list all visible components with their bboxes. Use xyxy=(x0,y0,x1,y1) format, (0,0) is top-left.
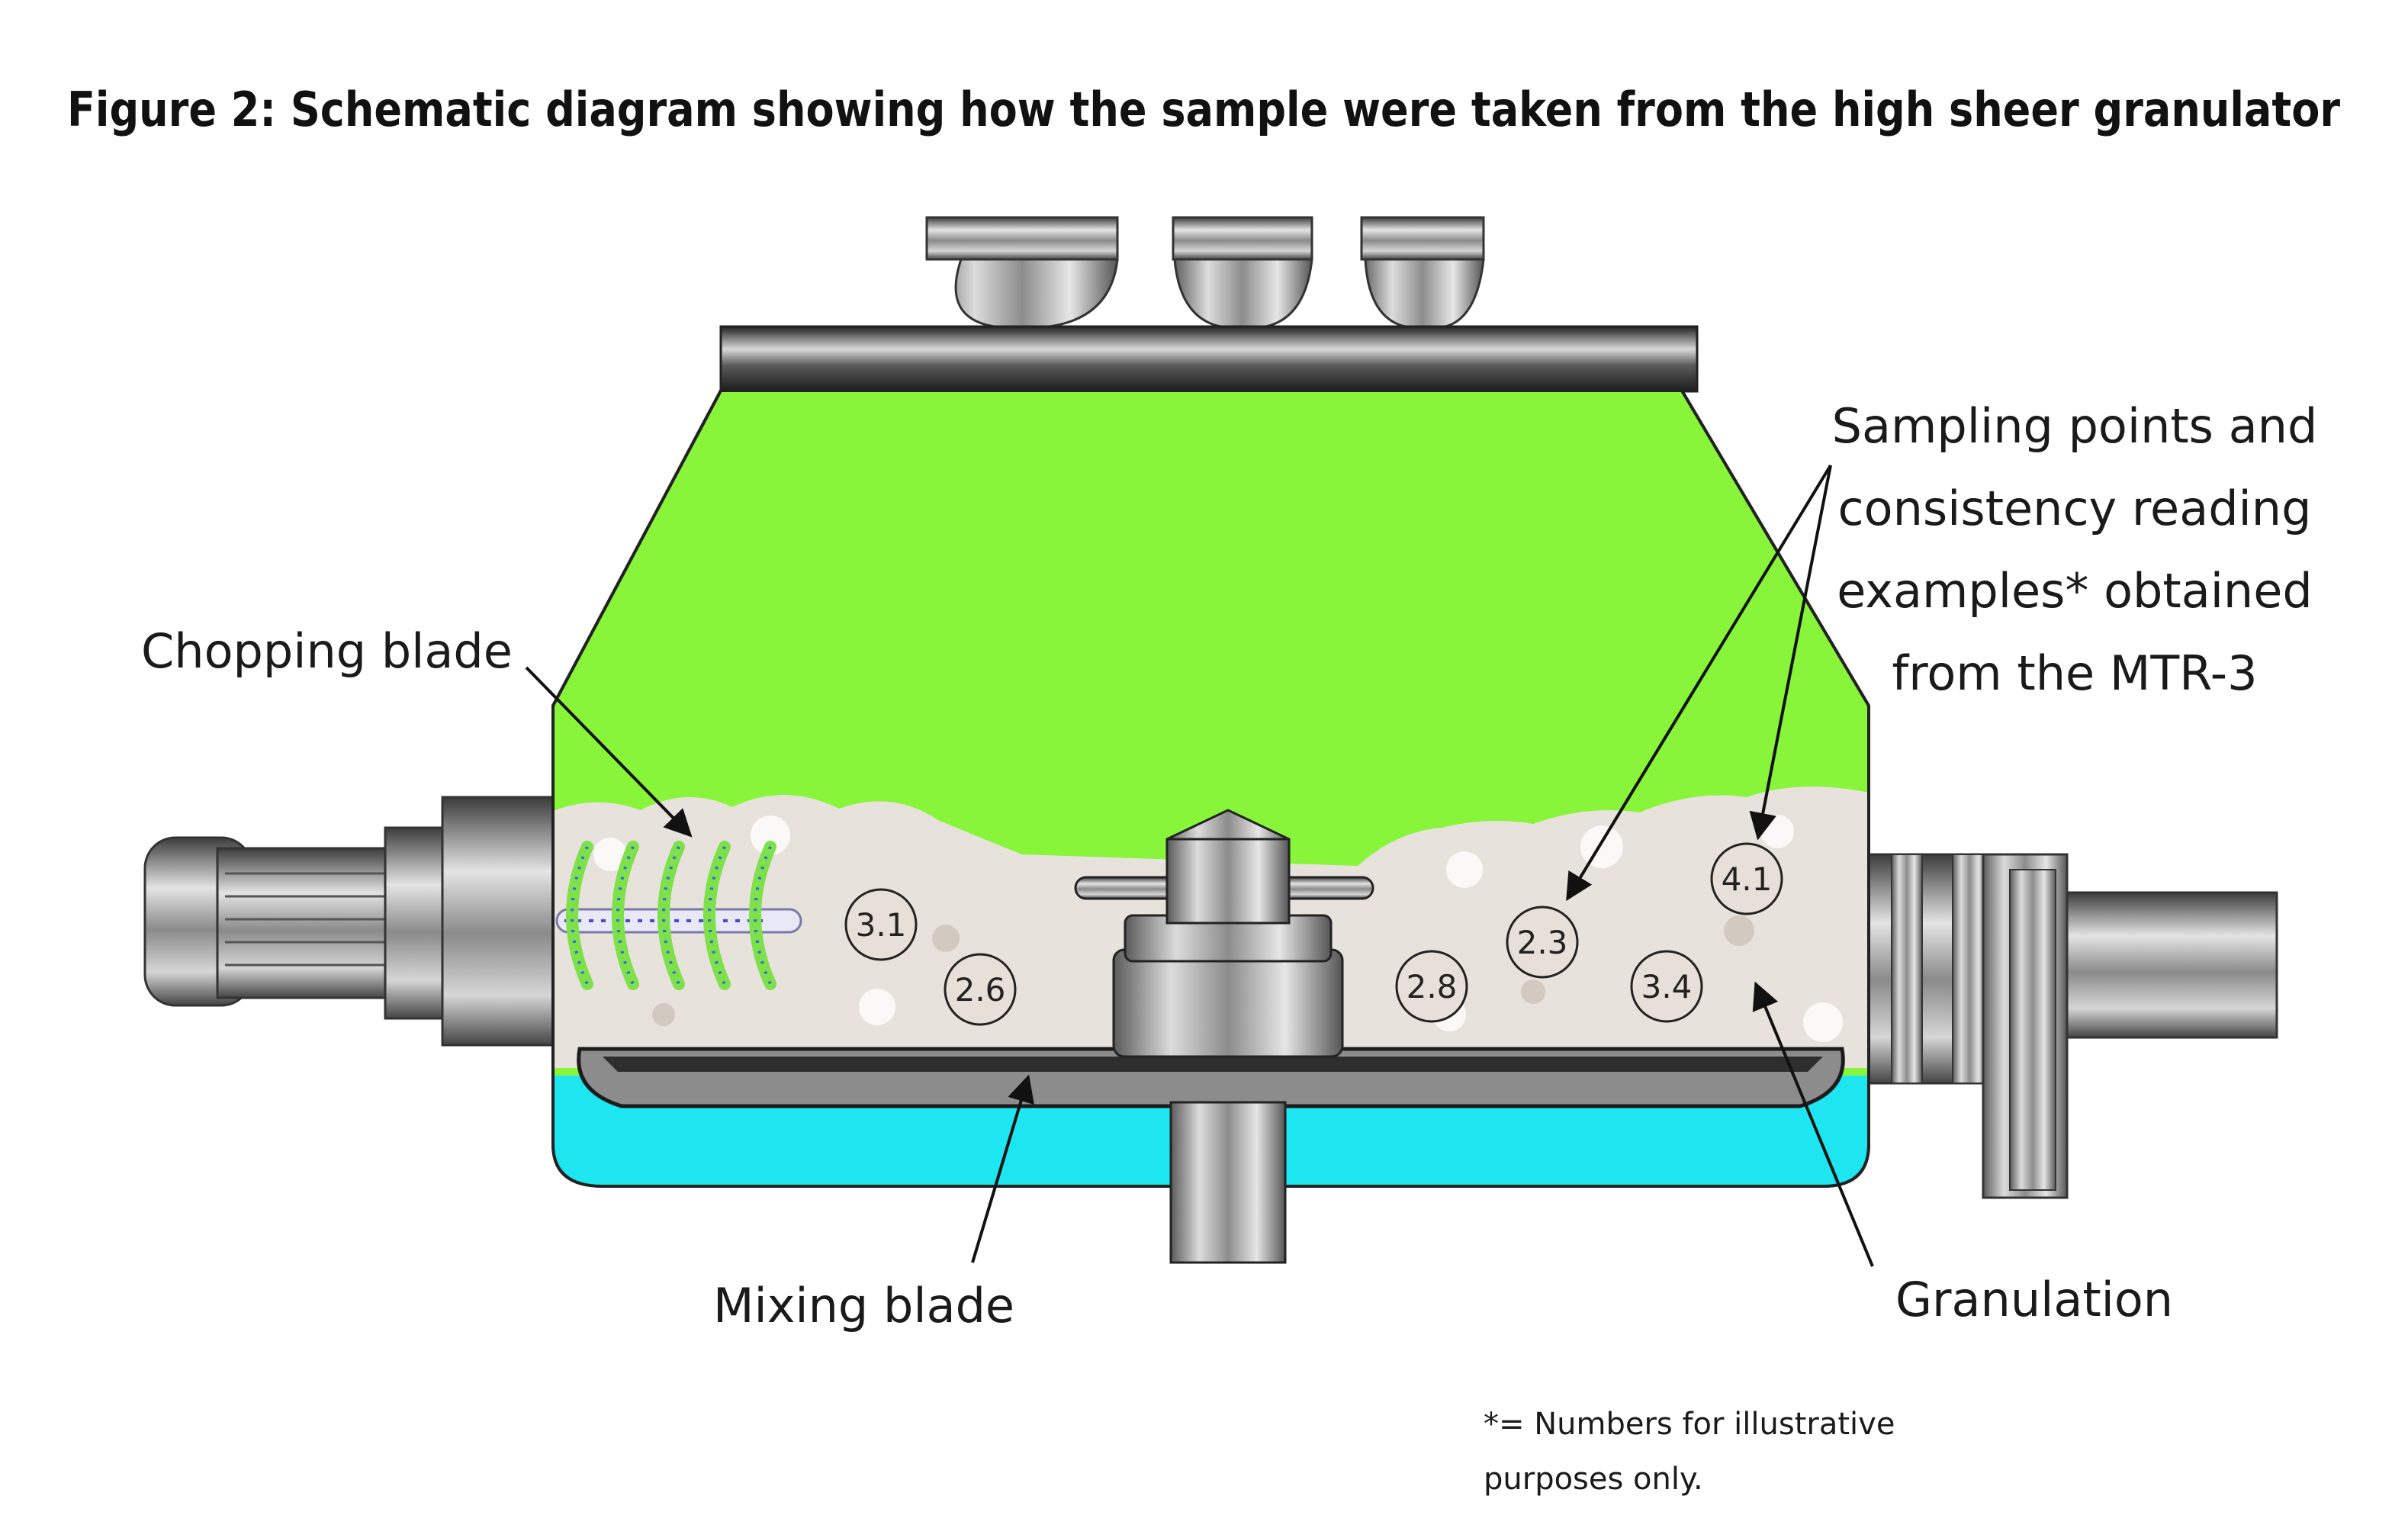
label-sampling-points: Sampling points and consistency reading … xyxy=(1832,398,2318,701)
mixing-blade-assembly xyxy=(577,809,1845,1264)
right-motor xyxy=(1860,853,2278,1199)
svg-text:2.6: 2.6 xyxy=(955,971,1006,1008)
sampling-point: 2.8 xyxy=(1395,950,1468,1023)
footnote-line: *= Numbers for illustrative xyxy=(1484,1407,1895,1442)
sampling-point: 2.3 xyxy=(1506,906,1579,979)
figure-title: Figure 2: Schematic diagram showing how … xyxy=(67,82,2340,137)
sampling-arrow-left xyxy=(1566,464,1832,902)
footnote-line: purposes only. xyxy=(1484,1462,1703,1497)
label-line: consistency reading xyxy=(1838,481,2312,536)
sampling-points: 3.1 2.6 2.8 2.3 3.4 4.1 xyxy=(844,842,1783,1026)
svg-text:3.4: 3.4 xyxy=(1641,968,1693,1005)
sampling-point: 3.1 xyxy=(844,888,918,961)
chopping-blade-assembly xyxy=(555,841,802,990)
chopping-blade-arrow xyxy=(525,666,693,838)
sampling-arrow-right xyxy=(1749,465,1832,841)
svg-text:2.8: 2.8 xyxy=(1407,968,1458,1005)
label-mixing-blade: Mixing blade xyxy=(713,1278,1014,1333)
svg-text:2.3: 2.3 xyxy=(1517,924,1568,961)
sampling-point: 4.1 xyxy=(1710,842,1783,915)
lid-knobs xyxy=(925,216,1485,330)
label-line: from the MTR-3 xyxy=(1892,645,2257,701)
label-granulation: Granulation xyxy=(1895,1272,2173,1327)
sampling-point: 3.4 xyxy=(1630,950,1703,1023)
label-line: examples* obtained xyxy=(1837,563,2312,619)
svg-text:4.1: 4.1 xyxy=(1722,861,1773,898)
lid-plate xyxy=(719,325,1699,393)
leader-lines xyxy=(525,464,1874,1267)
footnote: *= Numbers for illustrative purposes onl… xyxy=(1484,1407,1895,1497)
sampling-point: 2.6 xyxy=(944,953,1017,1026)
label-chopping-blade: Chopping blade xyxy=(141,623,513,679)
svg-text:3.1: 3.1 xyxy=(856,906,907,944)
granulation-arrow xyxy=(1752,981,1874,1267)
chopper-motor xyxy=(143,796,566,1047)
mixing-blade-arrow xyxy=(971,1074,1034,1263)
label-line: Sampling points and xyxy=(1832,398,2318,454)
